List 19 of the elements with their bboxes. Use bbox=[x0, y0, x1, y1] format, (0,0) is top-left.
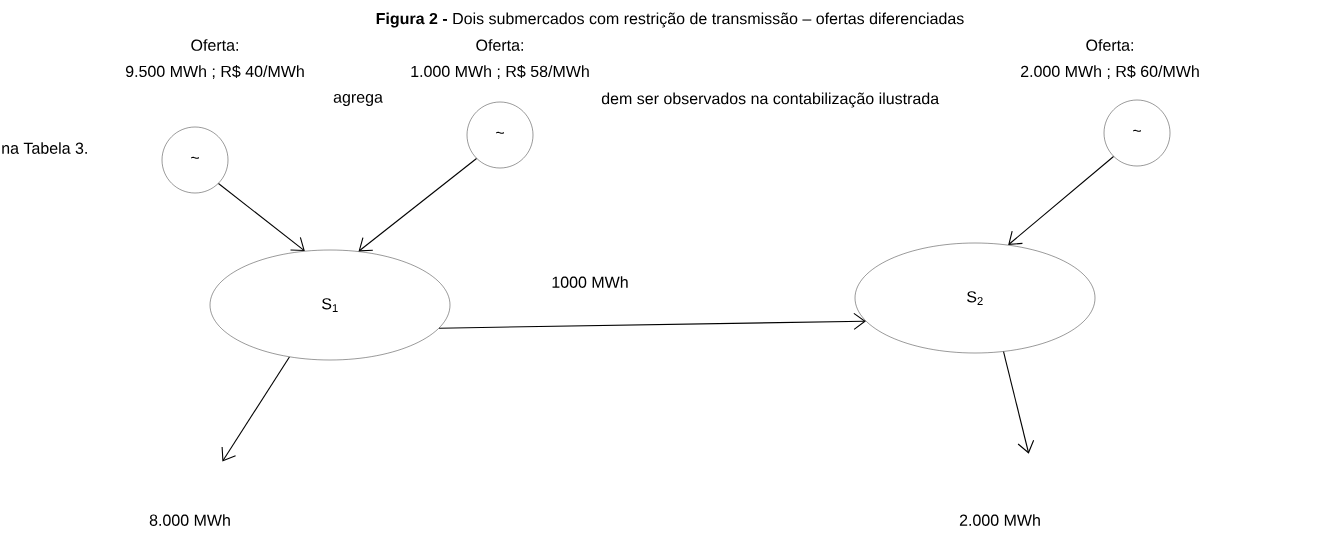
body-text: agrega bbox=[333, 94, 383, 106]
arrow bbox=[221, 356, 290, 462]
offer-label: Oferta: bbox=[1086, 39, 1133, 51]
figure-title: Figura 2 - Dois submercados com restrição de transmissão – ofertas diferenciadas bbox=[376, 12, 964, 28]
offer-label: 2.000 MWh ; R$ 60/MWh bbox=[1021, 65, 1199, 79]
offer-label: Oferta: bbox=[476, 39, 523, 51]
arrow bbox=[1002, 351, 1035, 454]
offer-label: 9.500 MWh ; R$ 40/MWh bbox=[125, 65, 304, 79]
load-label: 2.000 MWh bbox=[959, 514, 1040, 526]
body-text: dem ser observados na contabilização ilustrada bbox=[601, 92, 940, 108]
load-label: 8.000 MWh bbox=[149, 514, 230, 526]
arrow bbox=[438, 312, 866, 330]
edge-label: 1000 MWh bbox=[549, 274, 631, 290]
arrow bbox=[217, 182, 305, 252]
arrow bbox=[1008, 155, 1115, 245]
arrow bbox=[358, 157, 478, 252]
offer-label: 1.000 MWh ; R$ 58/MWh bbox=[411, 65, 589, 79]
body-text: na Tabela 3. bbox=[2, 142, 87, 154]
offer-label: Oferta: bbox=[191, 39, 238, 51]
